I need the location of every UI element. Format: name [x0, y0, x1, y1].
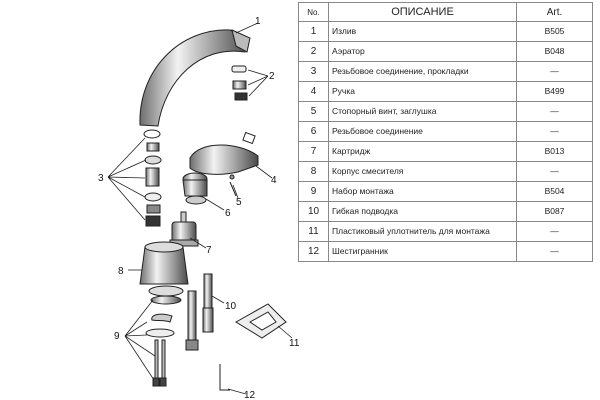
row-description: Набор монтажа	[328, 181, 517, 202]
row-art: —	[516, 221, 593, 242]
row-art: B013	[516, 141, 593, 162]
callout-line-2	[247, 69, 269, 97]
row-description: Аэратор	[328, 41, 517, 62]
label-10: 10	[225, 301, 237, 312]
row-no: 12	[298, 241, 329, 262]
row-art: B087	[516, 201, 593, 222]
row-no: 4	[298, 81, 329, 102]
callout-line-7	[189, 237, 207, 249]
table-row: 9 Набор монтажа B504	[298, 181, 593, 202]
row-art: B048	[516, 41, 593, 62]
row-art: —	[516, 161, 593, 182]
row-art: —	[516, 241, 593, 262]
label-11: 11	[289, 338, 300, 349]
cartridge-part	[169, 211, 199, 247]
table-row: 5 Стопорный винт, заглушка —	[298, 101, 593, 122]
table-row: 3 Резьбовое соединение, прокладки —	[298, 61, 593, 82]
table-row: 4 Ручка B499	[298, 81, 593, 102]
callout-line-9	[124, 299, 156, 381]
row-no: 5	[298, 101, 329, 122]
label-1: 1	[255, 16, 261, 27]
row-no: 7	[298, 141, 329, 162]
table-row: 2 Аэратор B048	[298, 41, 593, 62]
callout-line-10	[211, 295, 225, 304]
row-description: Шестигранник	[328, 241, 517, 262]
row-no: 11	[298, 221, 329, 242]
aerator-part	[231, 65, 248, 101]
row-description: Пластиковый уплотнитель для монтажа	[328, 221, 517, 242]
table-row: 8 Корпус смесителя —	[298, 161, 593, 182]
handle-part	[189, 131, 259, 175]
callout-line-11	[277, 325, 293, 339]
label-12: 12	[244, 390, 256, 400]
table-row: 1 Излив B505	[298, 21, 593, 42]
row-art: —	[516, 61, 593, 82]
row-description: Корпус смесителя	[328, 161, 517, 182]
row-art: —	[516, 101, 593, 122]
spout-part	[139, 29, 251, 127]
callout-line-12	[227, 388, 247, 395]
mixer-body-part	[139, 241, 189, 285]
label-2: 2	[269, 71, 275, 82]
row-no: 9	[298, 181, 329, 202]
table-row: 12 Шестигранник —	[298, 241, 593, 262]
set-screw-part	[229, 174, 237, 197]
row-description: Резьбовое соединение	[328, 121, 517, 142]
row-description: Резьбовое соединение, прокладки	[328, 61, 517, 82]
label-4: 4	[271, 175, 277, 186]
table-row: 6 Резьбовое соединение —	[298, 121, 593, 142]
row-no: 8	[298, 161, 329, 182]
hex-key-part	[219, 364, 230, 391]
row-description: Ручка	[328, 81, 517, 102]
row-no: 3	[298, 61, 329, 82]
callout-line-1	[235, 22, 259, 34]
row-art: —	[516, 121, 593, 142]
table-row: 11 Пластиковый уплотнитель для монтажа —	[298, 221, 593, 242]
row-no: 1	[298, 21, 329, 42]
row-description: Излив	[328, 21, 517, 42]
flexible-hose-part	[185, 273, 214, 351]
header-description: ОПИСАНИЕ	[328, 2, 517, 22]
gasket-stack-part	[143, 129, 162, 227]
plastic-seal-part	[235, 303, 287, 339]
row-description: Стопорный винт, заглушка	[328, 101, 517, 122]
row-art: B504	[516, 181, 593, 202]
table-row: 10 Гибкая подводка B087	[298, 201, 593, 222]
label-8: 8	[118, 266, 124, 277]
label-7: 7	[206, 245, 212, 256]
table-row: 7 Картридж B013	[298, 141, 593, 162]
mounting-kit-part	[145, 285, 184, 387]
table-header-row: No. ОПИСАНИЕ Art.	[298, 2, 593, 22]
row-description: Гибкая подводка	[328, 201, 517, 222]
callout-line-6	[205, 198, 225, 211]
row-art: B505	[516, 21, 593, 42]
parts-table: No. ОПИСАНИЕ Art. 1 Излив B505 2 Аэратор…	[298, 2, 593, 262]
row-art: B499	[516, 81, 593, 102]
row-no: 6	[298, 121, 329, 142]
threaded-connection-part	[182, 172, 208, 205]
callout-line-5	[232, 184, 239, 199]
label-9: 9	[114, 331, 120, 342]
row-no: 2	[298, 41, 329, 62]
header-no: No.	[298, 2, 329, 22]
label-6: 6	[225, 208, 231, 219]
label-3: 3	[98, 173, 104, 184]
header-art: Art.	[516, 2, 593, 22]
label-5: 5	[236, 197, 242, 208]
row-description: Картридж	[328, 141, 517, 162]
row-no: 10	[298, 201, 329, 222]
callout-line-4	[255, 165, 273, 179]
callout-line-3	[107, 137, 147, 221]
parts-diagram: 1 2 3 4 5 6	[98, 16, 300, 400]
